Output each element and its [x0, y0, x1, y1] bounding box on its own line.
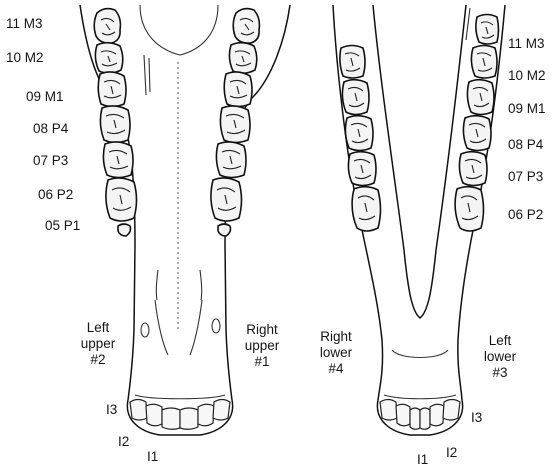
quadrant-left-lower-line-2: lower	[475, 349, 525, 365]
upper-incisors	[130, 400, 230, 430]
quadrant-label-right-upper: Right upper #1	[236, 322, 288, 370]
upper-incisor-label-i3: I3	[106, 402, 117, 418]
upper-label-10-m2: 10 M2	[6, 50, 44, 66]
quadrant-left-upper-line-1: Left	[70, 320, 126, 336]
lower-label-07-p3: 07 P3	[508, 169, 543, 185]
quadrant-left-lower-line-3: #3	[475, 365, 525, 381]
quadrant-right-upper-line-1: Right	[236, 322, 288, 338]
lower-label-08-p4: 08 P4	[508, 137, 543, 153]
quadrant-right-upper-line-2: upper	[236, 338, 288, 354]
quadrant-label-right-lower: Right lower #4	[310, 329, 362, 377]
quadrant-left-upper-line-2: upper	[70, 336, 126, 352]
lower-label-06-p2: 06 P2	[508, 207, 543, 223]
lower-label-09-m1: 09 M1	[508, 101, 546, 117]
upper-right-cheek-teeth	[211, 9, 260, 236]
upper-incisor-label-i2: I2	[118, 434, 129, 450]
upper-label-11-m3: 11 M3	[6, 16, 43, 32]
lower-incisors	[380, 400, 460, 430]
upper-label-05-p1: 05 P1	[45, 218, 80, 234]
quadrant-label-left-lower: Left lower #3	[475, 333, 525, 381]
quadrant-right-lower-line-2: lower	[310, 345, 362, 361]
upper-label-08-p4: 08 P4	[33, 121, 68, 137]
quadrant-left-upper-line-3: #2	[70, 352, 126, 368]
quadrant-right-upper-line-3: #1	[236, 354, 288, 370]
lower-label-10-m2: 10 M2	[508, 68, 546, 84]
lower-incisor-label-i1: I1	[417, 452, 428, 466]
lower-incisor-label-i2: I2	[446, 445, 457, 461]
quadrant-right-lower-line-3: #4	[310, 361, 362, 377]
upper-label-07-p3: 07 P3	[33, 153, 68, 169]
upper-label-06-p2: 06 P2	[38, 187, 73, 203]
lower-label-11-m3: 11 M3	[508, 36, 545, 52]
quadrant-left-lower-line-1: Left	[475, 333, 525, 349]
upper-left-cheek-teeth	[94, 9, 136, 236]
upper-incisor-label-i1: I1	[147, 449, 158, 465]
lower-incisor-label-i3: I3	[471, 410, 482, 426]
quadrant-right-lower-line-1: Right	[310, 329, 362, 345]
lower-right-cheek-teeth	[340, 46, 381, 232]
upper-label-09-m1: 09 M1	[26, 89, 64, 105]
quadrant-label-left-upper: Left upper #2	[70, 320, 126, 368]
